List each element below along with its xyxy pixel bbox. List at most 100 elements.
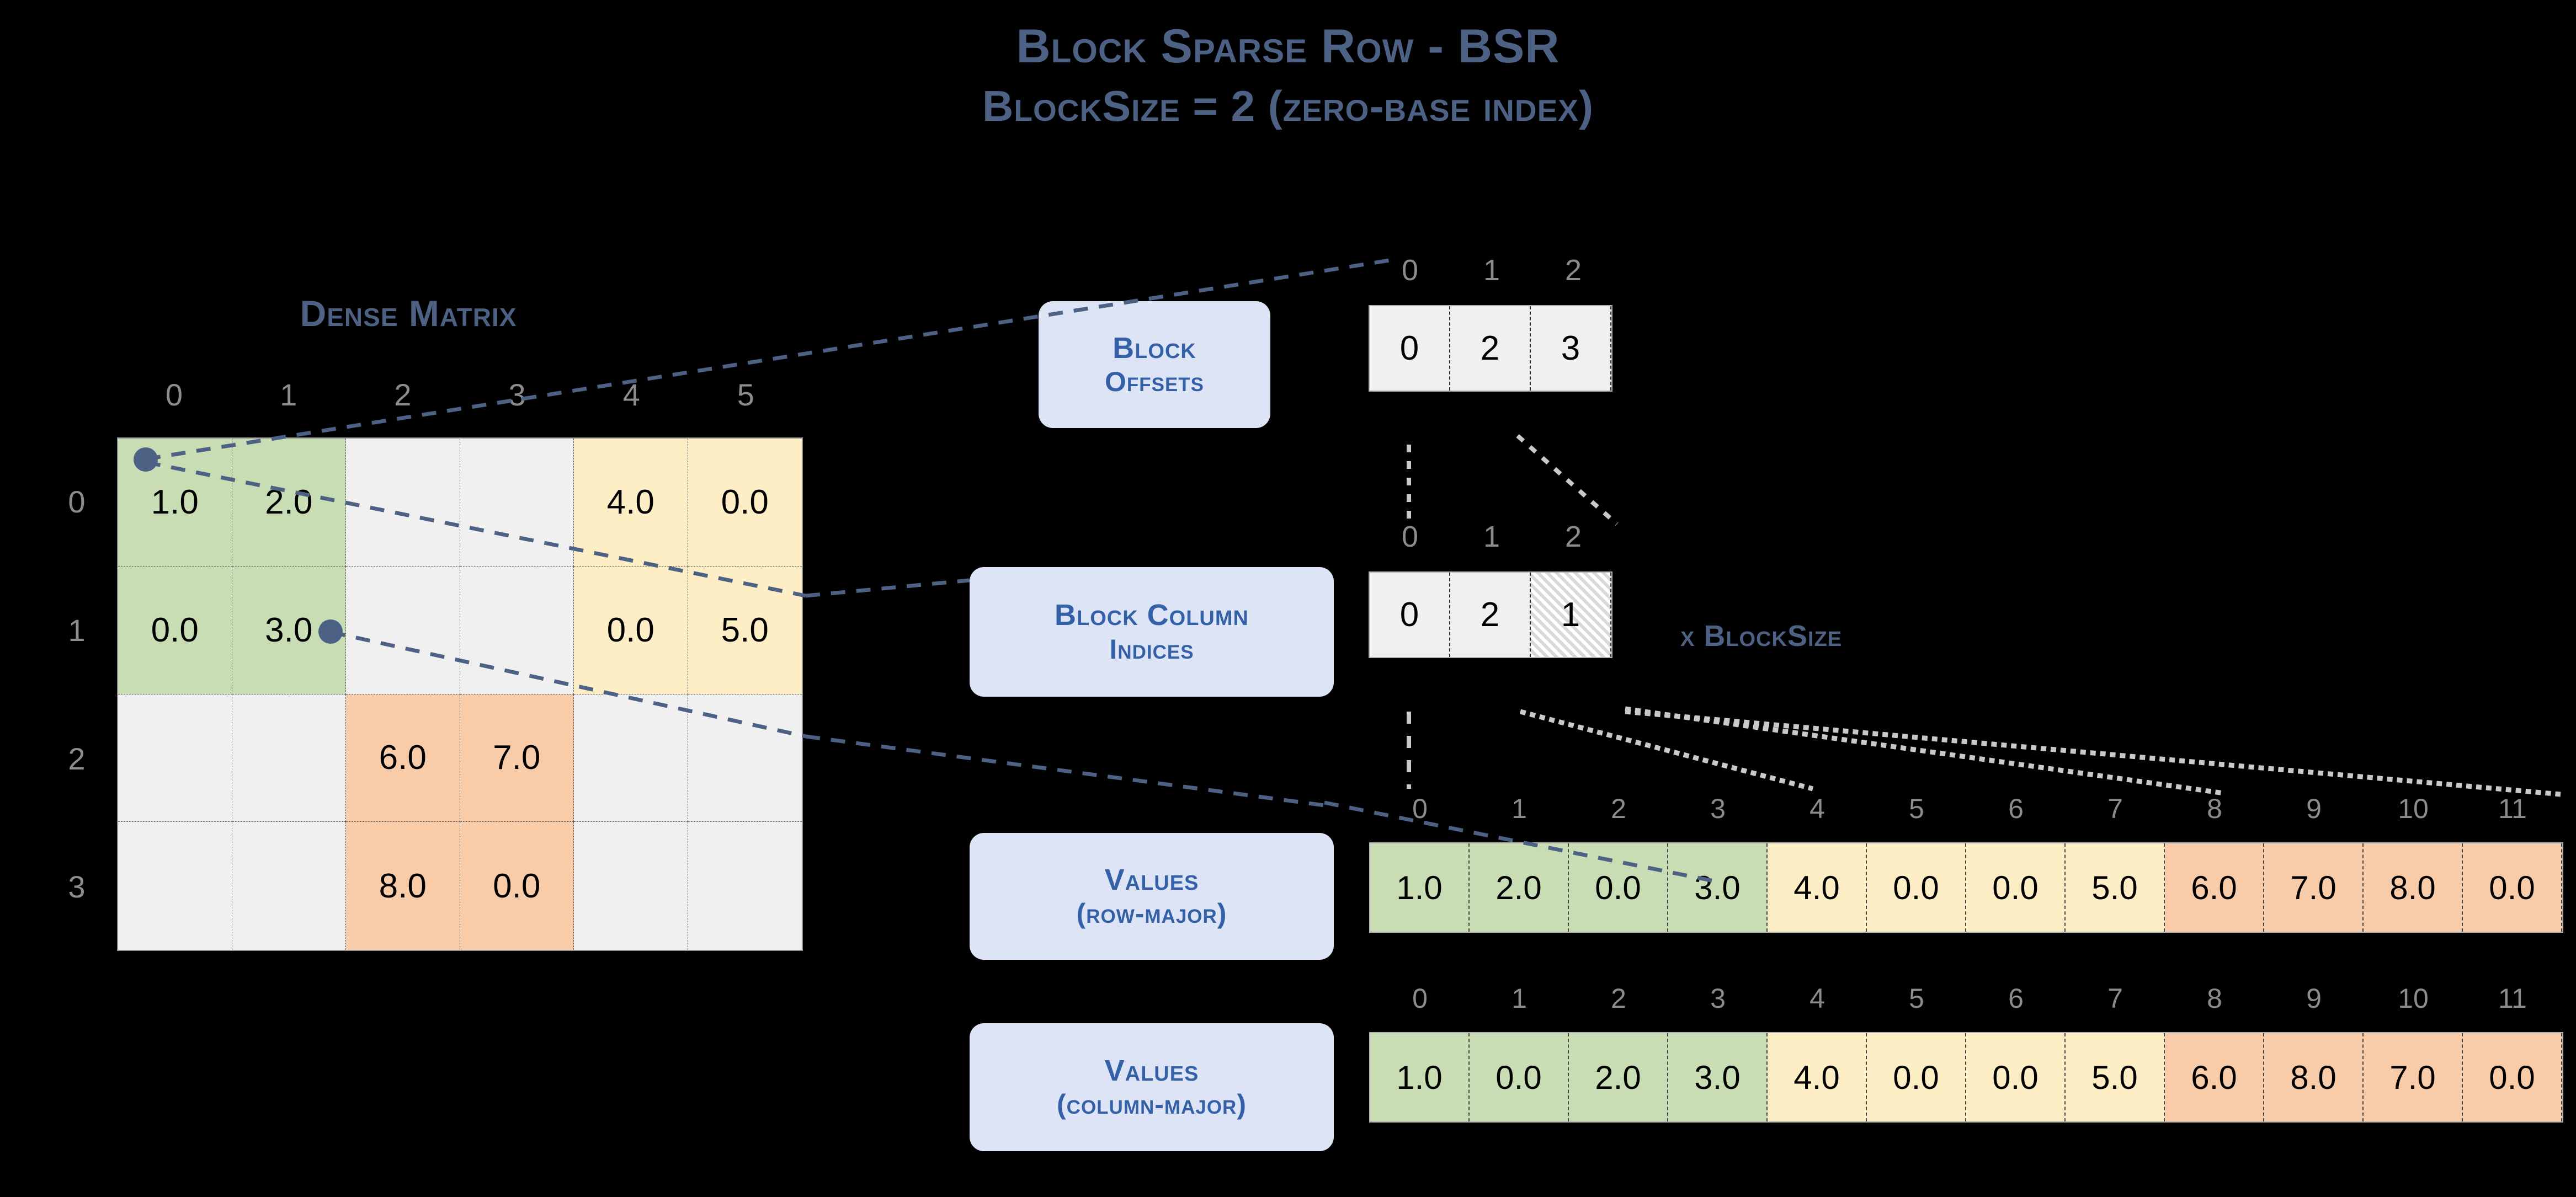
- dense-anchor-dot-row1: [318, 619, 343, 644]
- link-offset-to-bci2: [1516, 434, 1619, 526]
- values-row-major-label-line1: Values: [1104, 863, 1199, 896]
- dense-cell-r1-c2: [346, 566, 460, 694]
- dense-col-header-4: 4: [622, 377, 640, 412]
- values-column-major-cell-7: 5.0: [2066, 1033, 2165, 1121]
- block-column-indices-index-2: 2: [1564, 520, 1582, 553]
- dense-cell-r0-c3: [460, 439, 574, 567]
- values-column-major-index-7: 7: [2107, 983, 2123, 1014]
- values-row-major-cell-6: 0.0: [1966, 843, 2066, 932]
- diagram-title: Block Sparse Row - BSR BlockSize = 2 (ze…: [0, 17, 2576, 136]
- block-offsets-index-0: 0: [1401, 254, 1419, 287]
- values-row-major-index-0: 0: [1412, 793, 1428, 824]
- values-column-major-label-line2: (column-major): [1057, 1089, 1247, 1120]
- values-column-major-index-9: 9: [2306, 983, 2322, 1014]
- block-column-indices-label[interactable]: Block Column Indices: [970, 567, 1334, 697]
- values-row-major-index-1: 1: [1511, 793, 1527, 824]
- values-column-major-index-5: 5: [1909, 983, 1924, 1014]
- block-column-indices-index-1: 1: [1483, 520, 1500, 553]
- block-offsets-cell-1: 2: [1450, 306, 1531, 391]
- values-column-major-cell-0: 1.0: [1370, 1033, 1470, 1121]
- block-column-indices-cell-1: 2: [1450, 573, 1531, 657]
- dense-cell-r0-c5: 0.0: [688, 439, 802, 567]
- values-row-major-index-6: 6: [2008, 793, 2024, 824]
- block-offsets-label[interactable]: Block Offsets: [1039, 301, 1270, 428]
- dense-cell-r3-c3: 0.0: [460, 822, 574, 950]
- values-row-major-index-3: 3: [1710, 793, 1726, 824]
- values-row-major-cell-5: 0.0: [1867, 843, 1966, 932]
- dense-matrix-heading: Dense Matrix: [300, 293, 517, 334]
- values-column-major-cell-8: 6.0: [2165, 1033, 2264, 1121]
- values-row-major-cell-9: 7.0: [2264, 843, 2364, 932]
- dense-cell-r3-c4: [574, 822, 688, 950]
- dense-col-header-5: 5: [737, 377, 754, 412]
- block-offsets-label-line2: Offsets: [1104, 366, 1205, 398]
- values-row-major-index-4: 4: [1809, 793, 1825, 824]
- values-row-major-cell-11: 0.0: [2463, 843, 2562, 932]
- x-blocksize-annotation: x BlockSize: [1680, 619, 1843, 653]
- values-row-major-index-2: 2: [1611, 793, 1626, 824]
- block-column-indices-index-0: 0: [1401, 520, 1419, 553]
- values-row-major-index-9: 9: [2306, 793, 2322, 824]
- values-row-major-index-11: 11: [2498, 793, 2527, 824]
- values-column-major-cell-5: 0.0: [1867, 1033, 1966, 1121]
- dense-col-header-1: 1: [280, 377, 297, 412]
- title-line-1: Block Sparse Row - BSR: [1016, 20, 1560, 73]
- block-offsets-cell-2: 3: [1531, 306, 1611, 391]
- values-row-major-label-line2: (row-major): [1076, 898, 1227, 929]
- link-bci-fan-c: [1625, 709, 2561, 797]
- dense-cell-r1-c0: 0.0: [118, 566, 232, 694]
- values-row-major-cell-0: 1.0: [1370, 843, 1470, 932]
- dense-cell-r0-c4: 4.0: [574, 439, 688, 567]
- block-offsets-cell-0: 0: [1370, 306, 1450, 391]
- block-column-indices-label-line1: Block Column: [1055, 598, 1249, 632]
- dense-col-header-2: 2: [394, 377, 412, 412]
- dense-cell-r0-c1: 2.0: [232, 439, 346, 567]
- link-bci-fan-b: [1625, 706, 2224, 796]
- dense-cell-r3-c0: [118, 822, 232, 950]
- link-bci-inbound: [805, 578, 970, 598]
- dense-anchor-dot-top-left: [134, 447, 158, 472]
- dense-cell-r1-c3: [460, 566, 574, 694]
- values-row-major-index-10: 10: [2398, 793, 2429, 824]
- values-column-major-label-line1: Values: [1104, 1054, 1199, 1087]
- values-column-major-cell-11: 0.0: [2463, 1033, 2562, 1121]
- values-column-major-cell-9: 8.0: [2264, 1033, 2364, 1121]
- dense-col-header-3: 3: [508, 377, 526, 412]
- dense-cell-r2-c3: 7.0: [460, 694, 574, 822]
- dense-cell-r3-c2: 8.0: [346, 822, 460, 950]
- values-row-major-cell-1: 2.0: [1470, 843, 1569, 932]
- values-column-major-cell-3: 3.0: [1668, 1033, 1768, 1121]
- dense-cell-r3-c5: [688, 822, 802, 950]
- block-column-indices-cell-2: 1: [1531, 573, 1611, 657]
- dense-row-header-1: 1: [68, 612, 86, 648]
- block-offsets-index-1: 1: [1483, 254, 1500, 287]
- link-bci-fan-a: [1519, 709, 1814, 792]
- dense-cell-r1-c4: 0.0: [574, 566, 688, 694]
- values-column-major-index-1: 1: [1511, 983, 1527, 1014]
- values-row-major-cell-10: 8.0: [2364, 843, 2463, 932]
- values-row-major-cell-8: 6.0: [2165, 843, 2264, 932]
- dense-row-header-3: 3: [68, 869, 86, 905]
- values-column-major-index-10: 10: [2398, 983, 2429, 1014]
- block-offsets-label-line1: Block: [1113, 331, 1196, 365]
- values-column-major-index-11: 11: [2498, 983, 2527, 1014]
- values-row-major-cell-2: 0.0: [1569, 843, 1668, 932]
- values-column-major-label[interactable]: Values (column-major): [970, 1023, 1334, 1151]
- values-row-major-index-8: 8: [2207, 793, 2222, 824]
- block-offsets-index-2: 2: [1564, 254, 1582, 287]
- dense-cell-r1-c5: 5.0: [688, 566, 802, 694]
- values-row-major-index-5: 5: [1909, 793, 1924, 824]
- dense-cell-r2-c2: 6.0: [346, 694, 460, 822]
- values-row-major-cell-7: 5.0: [2066, 843, 2165, 932]
- values-column-major-index-4: 4: [1809, 983, 1825, 1014]
- values-column-major-index-3: 3: [1710, 983, 1726, 1014]
- values-column-major-index-8: 8: [2207, 983, 2222, 1014]
- dense-cell-r2-c5: [688, 694, 802, 822]
- values-column-major-index-6: 6: [2008, 983, 2024, 1014]
- dense-cell-r2-c4: [574, 694, 688, 822]
- values-row-major-label[interactable]: Values (row-major): [970, 833, 1334, 960]
